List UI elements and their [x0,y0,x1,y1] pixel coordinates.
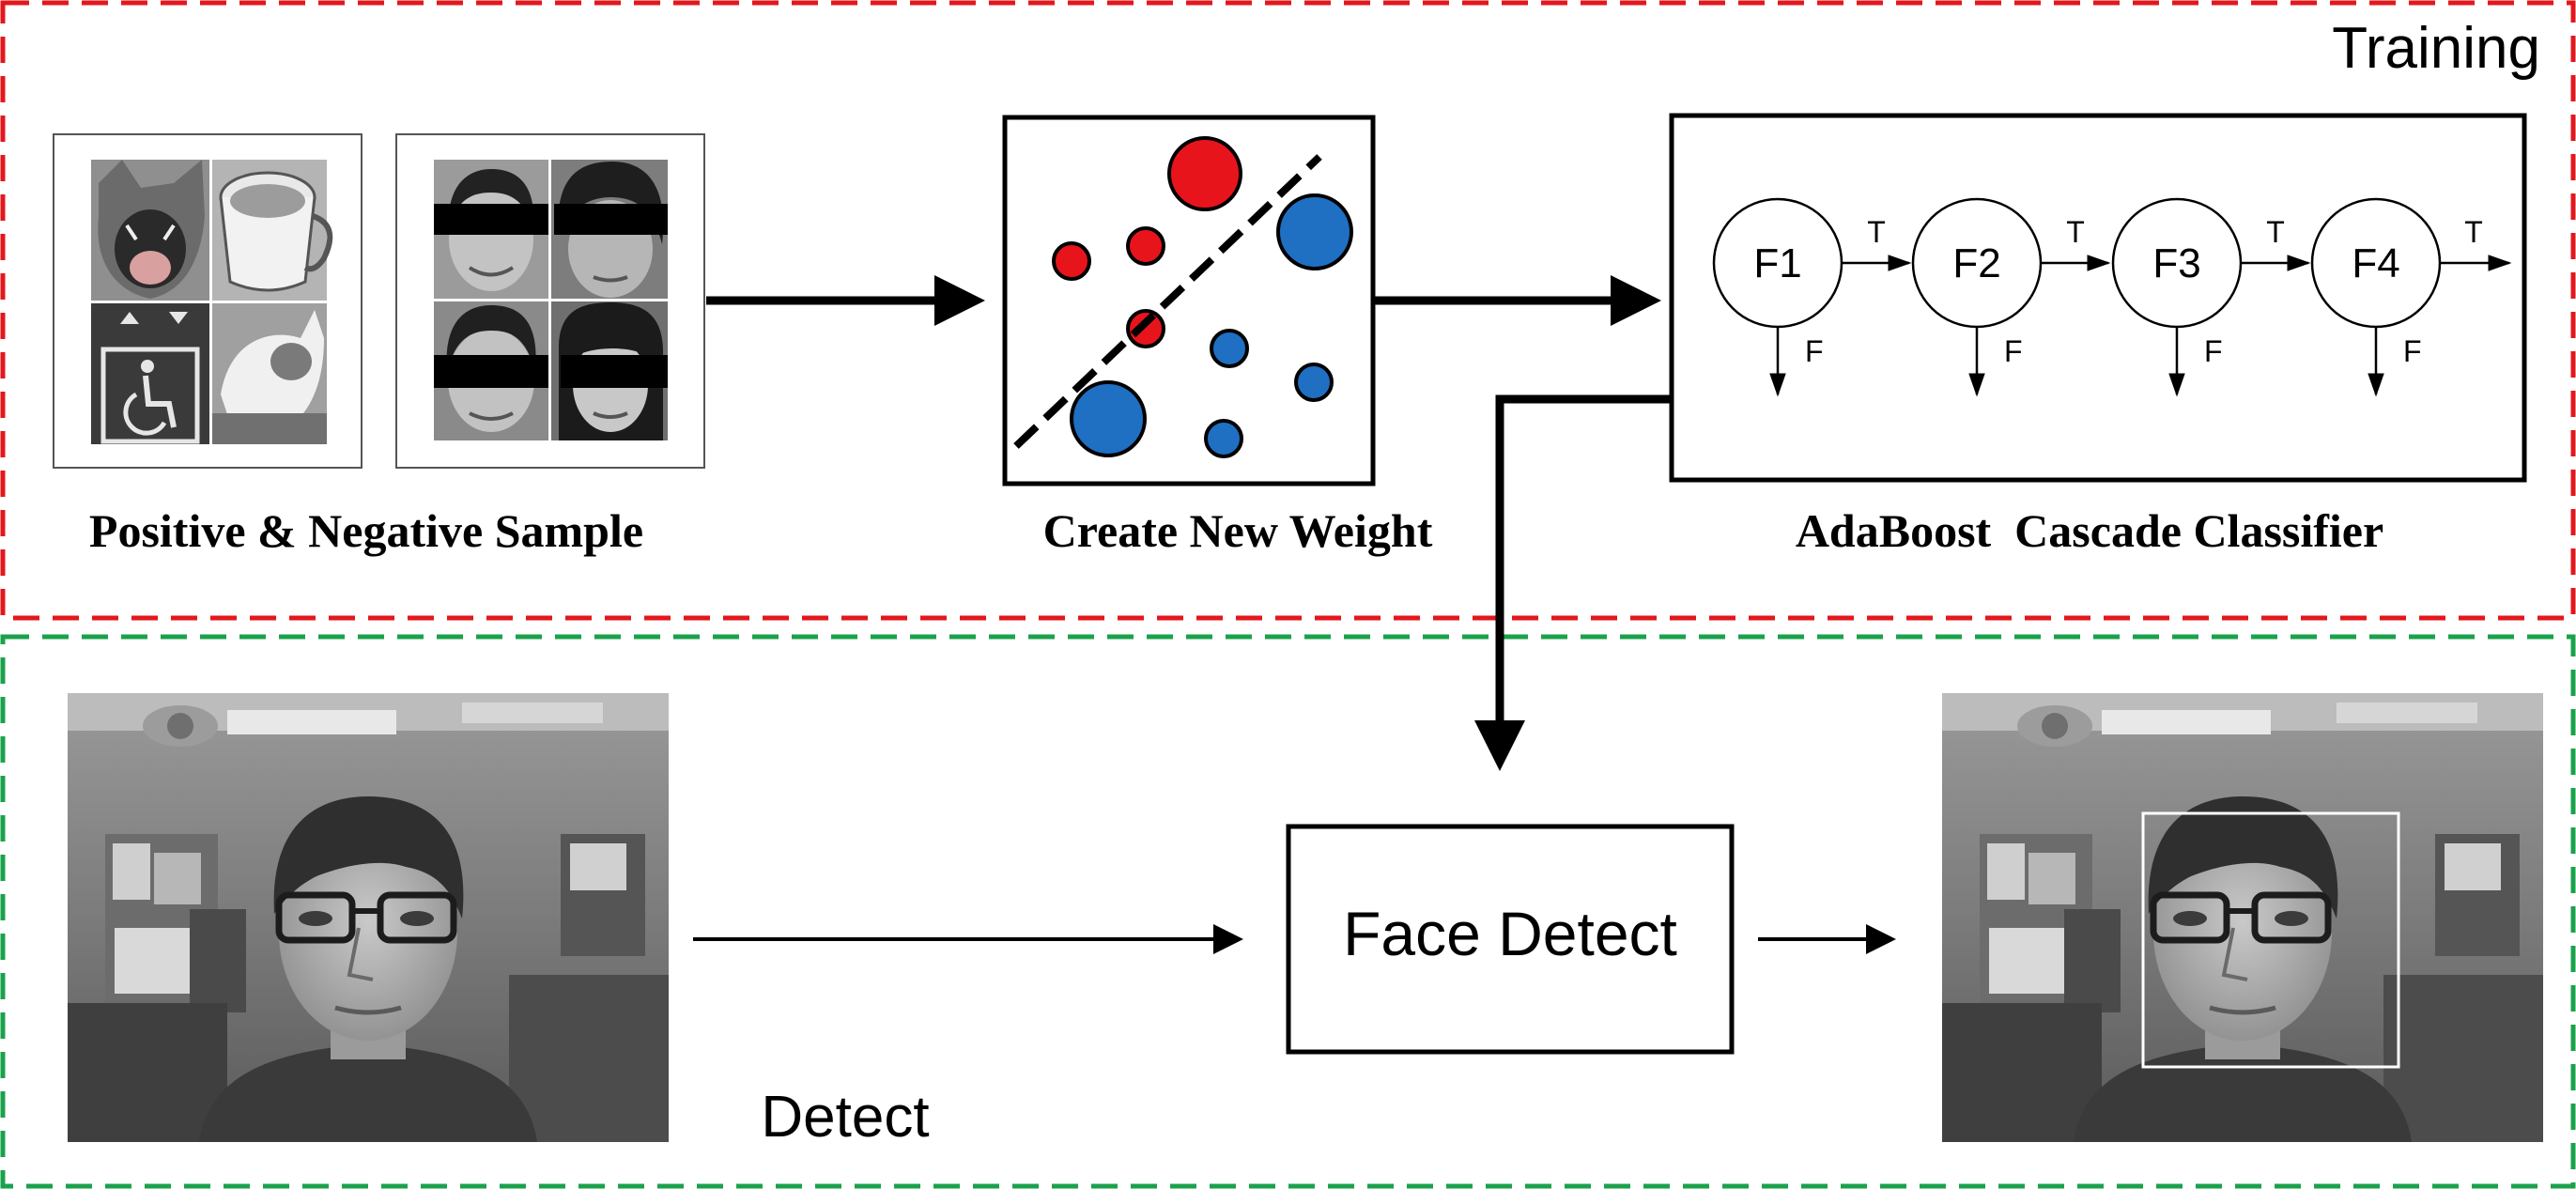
decision-boundary-line [1013,154,1322,449]
blue-sample-small [1210,329,1249,368]
sample-cat-image [91,160,209,301]
svg-text:F: F [2403,334,2422,368]
svg-text:T: T [2464,215,2483,249]
classifier-caption: AdaBoost Cascade Classifier [1796,504,2383,557]
cascade-stage-1: F1 F T [1712,197,1912,397]
svg-text:F: F [2004,334,2023,368]
output-detected-image [1942,693,2543,1144]
cascade-stage-4: F4 F T [2310,197,2512,397]
svg-text:F: F [2204,334,2223,368]
svg-text:F2: F2 [1952,240,2000,286]
training-section-border [0,0,2576,621]
svg-text:T: T [2066,215,2085,249]
sample-wheelchair-sign-image [91,303,209,444]
red-sample-small [1126,226,1165,266]
privacy-bar-face-4 [561,355,668,388]
positive-sample-panel [395,133,705,469]
svg-text:F1: F1 [1753,240,1801,286]
detect-section-label: Detect [761,1085,929,1150]
detected-face-bounding-box [2141,811,2400,1069]
arrow-classifier-to-face-detect [1474,394,1672,771]
svg-text:T: T [2266,215,2285,249]
blue-sample-small [1204,419,1243,458]
privacy-bar-face-3 [434,355,548,388]
samples-caption: Positive & Negative Sample [89,504,643,557]
input-webcam-image [68,693,669,1144]
svg-text:F3: F3 [2152,240,2200,286]
red-sample-large [1167,136,1242,211]
weight-panel [1002,115,1376,486]
privacy-bar-face-2 [554,204,668,235]
weight-caption: Create New Weight [1043,504,1433,557]
red-sample-small [1052,241,1091,281]
training-section-label: Training [2332,16,2540,81]
sample-cat-desk-image [212,303,327,444]
detect-section-border [0,634,2576,1189]
svg-text:F: F [1805,334,1824,368]
cascade-stage-3: F3 F T [2111,197,2311,397]
cascade-classifier-panel: F1 F T F2 F T F3 F T F4 F T [1669,113,2527,483]
face-detect-label: Face Detect [1343,899,1677,968]
blue-sample-small [1294,363,1334,402]
svg-text:T: T [1867,215,1886,249]
negative-sample-panel [53,133,362,469]
sample-cup-image [212,160,333,301]
red-sample-small [1126,309,1165,348]
blue-sample-large [1070,380,1147,457]
blue-sample-large [1276,193,1353,270]
cascade-stage-2: F2 F T [1911,197,2111,397]
svg-text:F4: F4 [2352,240,2399,286]
privacy-bar-face-1 [434,204,548,235]
face-detect-box: Face Detect [1286,824,1735,1055]
